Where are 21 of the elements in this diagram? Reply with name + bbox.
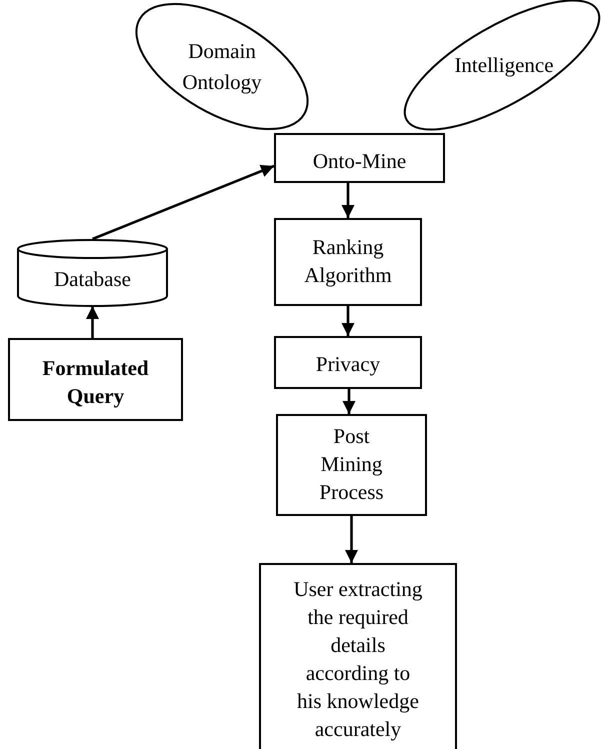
arrow bbox=[342, 389, 356, 414]
node-label: User extracting the required details according to his knowledge accurately bbox=[292, 576, 424, 743]
arrow bbox=[342, 183, 354, 218]
arrow bbox=[345, 516, 358, 563]
node-label: Intelligence bbox=[453, 52, 555, 79]
arrow bbox=[86, 306, 99, 338]
arrow bbox=[342, 306, 354, 336]
node-label: Formulated Query bbox=[41, 355, 150, 410]
process-box bbox=[276, 414, 427, 516]
node-label: Domain Ontology bbox=[181, 38, 263, 96]
arrow bbox=[92, 164, 274, 240]
node-label: Onto-Mine bbox=[312, 148, 408, 175]
node-label: Database bbox=[53, 266, 132, 293]
process-box bbox=[274, 133, 445, 183]
process-box bbox=[274, 218, 422, 306]
process-box bbox=[8, 338, 183, 421]
node-label: Post Mining Process bbox=[318, 423, 385, 506]
process-box bbox=[259, 563, 457, 749]
process-box bbox=[274, 336, 422, 389]
node-label: Privacy bbox=[314, 351, 382, 378]
node-label: Ranking Algorithm bbox=[303, 234, 393, 289]
